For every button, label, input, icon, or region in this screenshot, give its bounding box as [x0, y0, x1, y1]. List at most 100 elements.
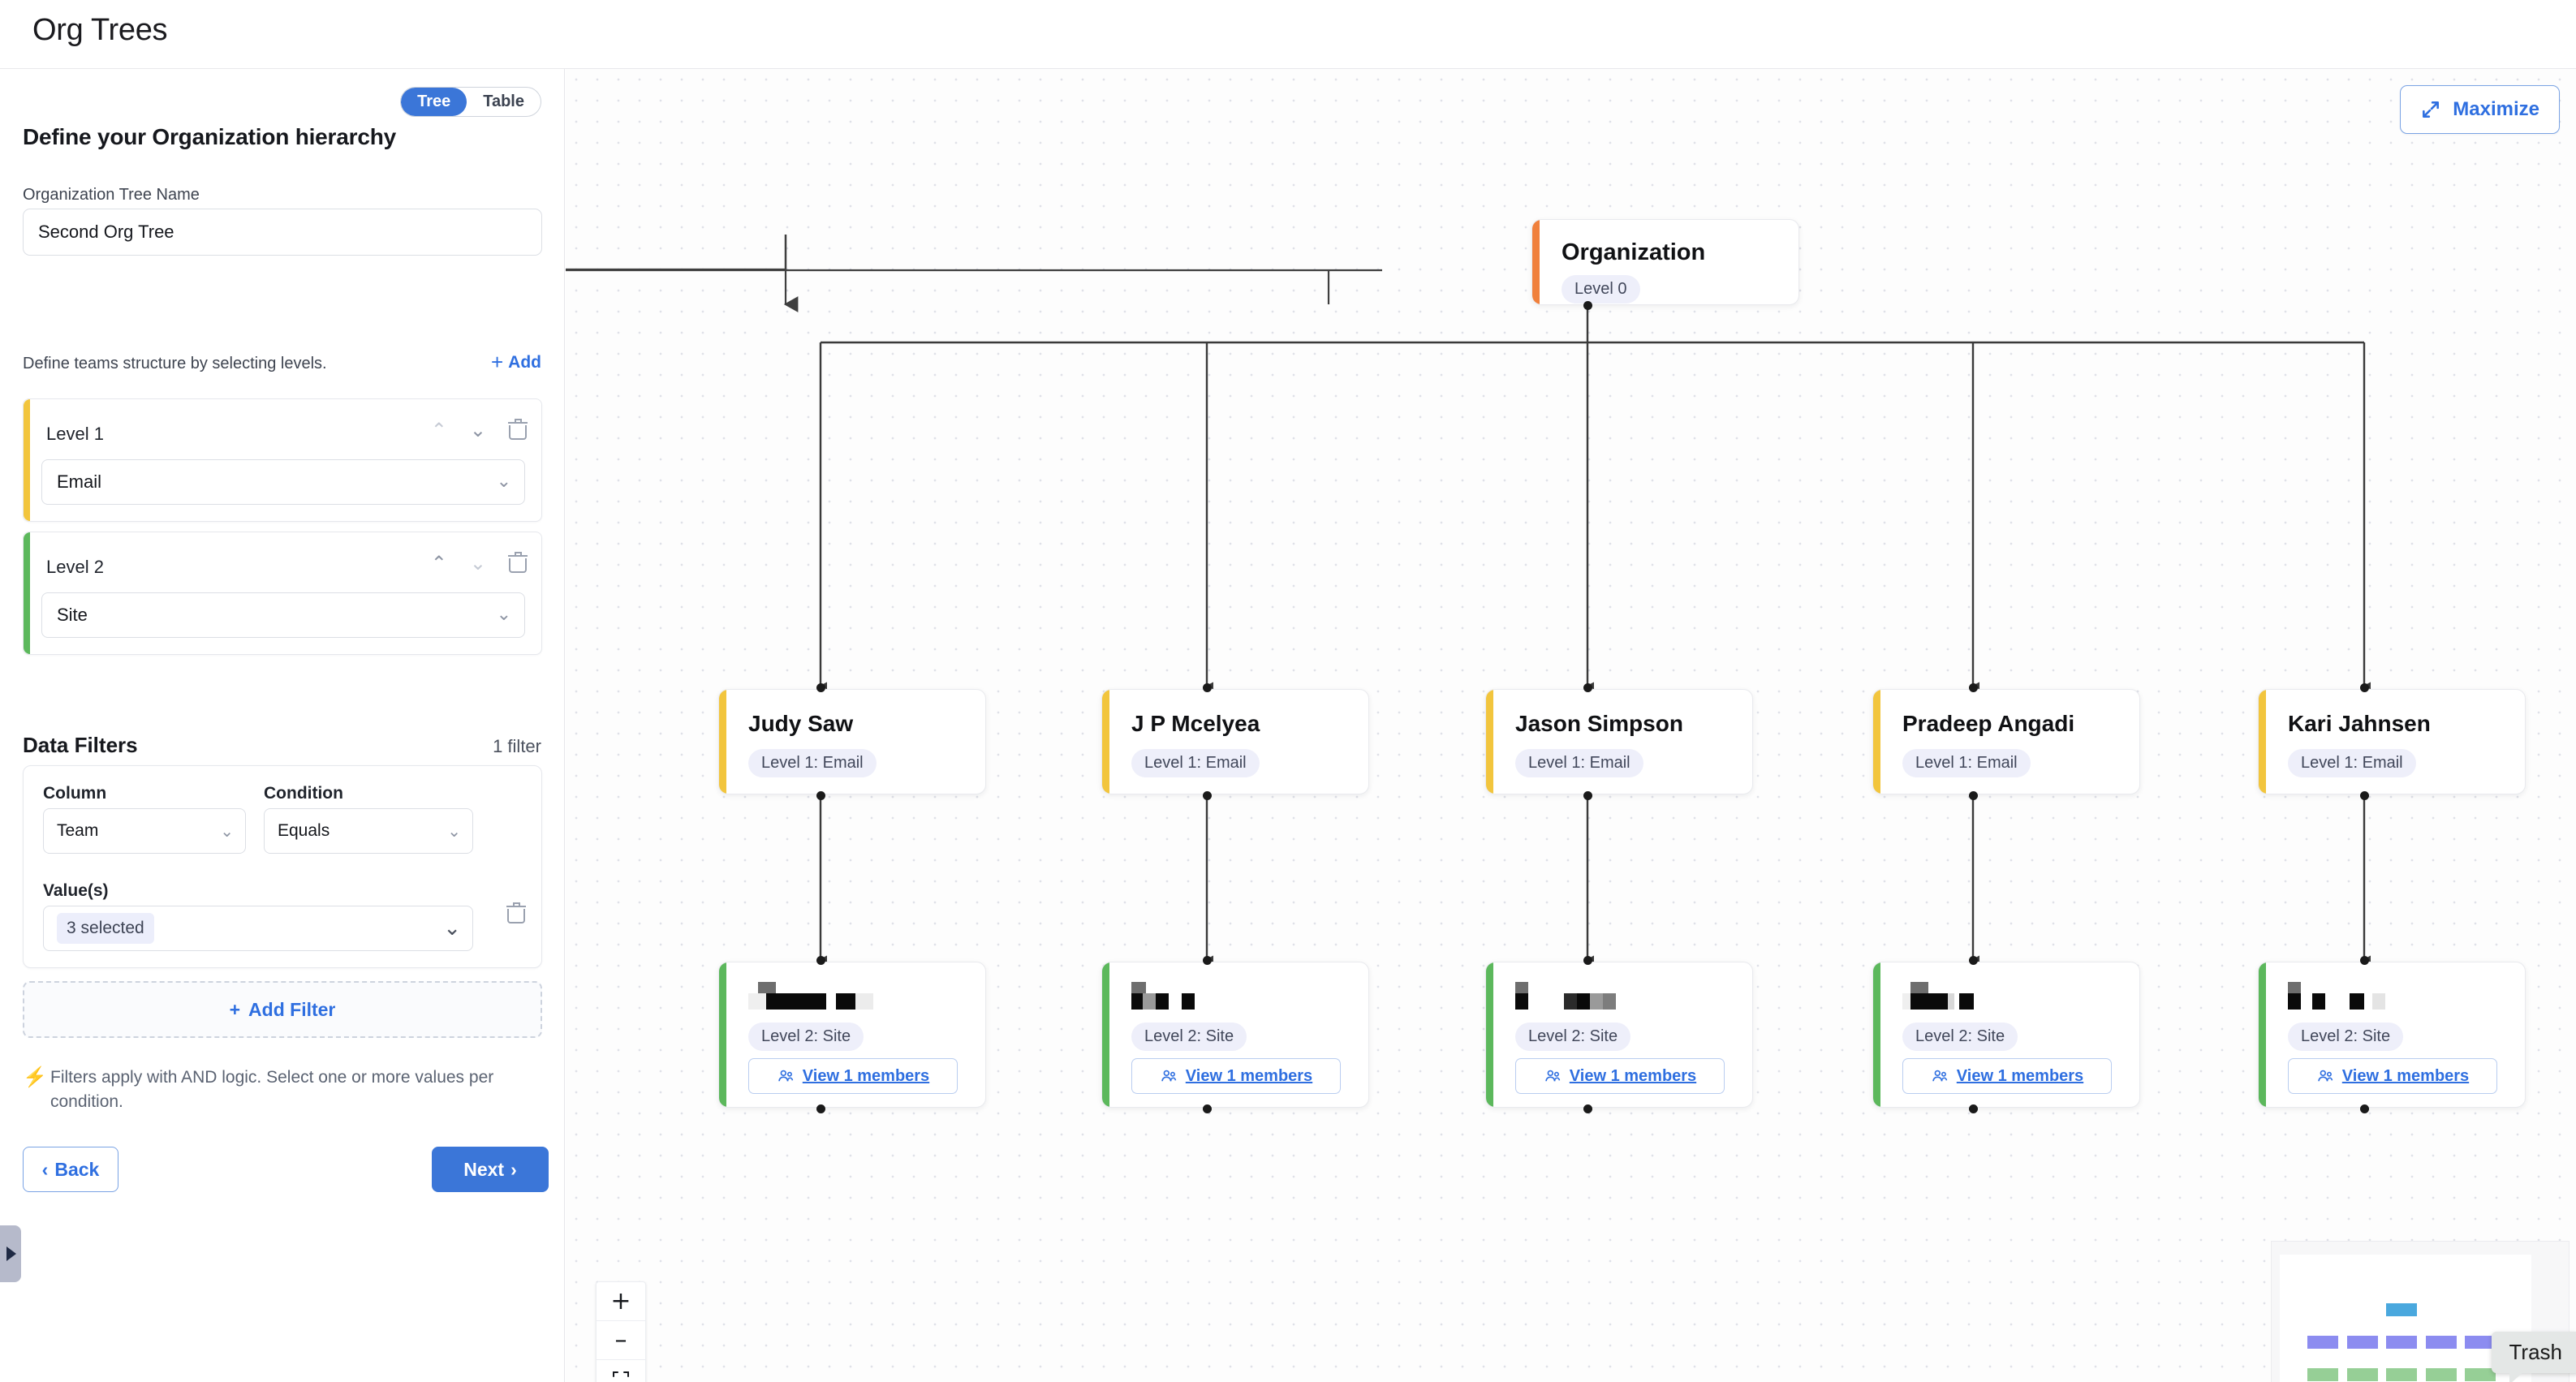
level-field-select[interactable]: Site ⌄ — [41, 592, 525, 638]
node-port-bottom — [1583, 301, 1592, 310]
node-port-top — [1583, 956, 1592, 965]
top-bar: Org Trees — [0, 0, 2576, 69]
delete-level-icon[interactable] — [508, 552, 528, 573]
level-field-value: Email — [57, 471, 102, 492]
org-node-level2[interactable]: Level 2: Site View 1 members — [718, 962, 986, 1108]
node-port-top — [816, 683, 825, 692]
zoom-controls[interactable]: + – — [596, 1281, 646, 1382]
org-node-level1[interactable]: J P Mcelyea Level 1: Email — [1101, 689, 1369, 794]
org-node-level2[interactable]: Level 2: Site View 1 members — [2258, 962, 2526, 1108]
level-card-2[interactable]: Level 2 ⌃ ⌄ Site ⌄ — [23, 532, 542, 655]
view-members-button[interactable]: View 1 members — [1131, 1058, 1341, 1094]
org-tree-name-label: Organization Tree Name — [23, 186, 200, 204]
sidebar-expand-handle[interactable] — [0, 1225, 21, 1282]
add-filter-label: Add Filter — [248, 998, 336, 1020]
node-level-badge: Level 2: Site — [1902, 1023, 2018, 1051]
fit-view-button[interactable] — [597, 1360, 645, 1382]
minimap-node-level1 — [2307, 1336, 2338, 1349]
chevron-down-icon: ⌄ — [496, 471, 511, 492]
org-node-level1[interactable]: Pradeep Angadi Level 1: Email — [1872, 689, 2140, 794]
move-down-icon[interactable]: ⌄ — [469, 552, 486, 575]
chevron-left-icon: ‹ — [41, 1158, 49, 1180]
org-tree-name-input[interactable]: Second Org Tree — [23, 209, 542, 256]
node-port-bottom — [2360, 791, 2369, 800]
triangle-right-icon — [6, 1246, 16, 1261]
org-node-level1[interactable]: Kari Jahnsen Level 1: Email — [2258, 689, 2526, 794]
maximize-button[interactable]: Maximize — [2400, 85, 2560, 134]
maximize-label: Maximize — [2453, 98, 2539, 120]
sidebar-panel: Tree Table Define your Organization hier… — [0, 69, 565, 1382]
org-node-level2[interactable]: Level 2: Site View 1 members — [1872, 962, 2140, 1108]
view-members-button[interactable]: View 1 members — [748, 1058, 958, 1094]
node-port-top — [2360, 683, 2369, 692]
node-color-bar — [1102, 962, 1109, 1107]
plus-icon: + — [229, 998, 241, 1020]
org-chart-canvas[interactable]: Maximize — [566, 69, 2576, 1382]
add-level-button[interactable]: +Add — [491, 350, 541, 375]
toggle-option-tree[interactable]: Tree — [401, 88, 467, 116]
node-port-top — [1583, 683, 1592, 692]
level-title: Level 2 — [46, 557, 104, 577]
chevron-down-icon: ⌄ — [220, 821, 234, 841]
minimap-node-level1 — [2465, 1336, 2496, 1349]
delete-filter-icon[interactable] — [506, 902, 526, 923]
next-button[interactable]: Next › — [432, 1147, 549, 1192]
zoom-out-button[interactable]: – — [597, 1321, 645, 1360]
move-down-icon[interactable]: ⌄ — [469, 419, 486, 441]
node-level-badge: Level 2: Site — [1131, 1023, 1247, 1051]
delete-level-icon[interactable] — [508, 419, 528, 440]
org-node-level2[interactable]: Level 2: Site View 1 members — [1101, 962, 1369, 1108]
sidebar-heading: Define your Organization hierarchy — [23, 124, 396, 149]
node-port-bottom — [1969, 1104, 1978, 1113]
filter-column-label: Column — [43, 784, 107, 803]
node-level-badge: Level 1: Email — [748, 749, 877, 777]
org-node-level1[interactable]: Judy Saw Level 1: Email — [718, 689, 986, 794]
next-label: Next — [463, 1158, 505, 1180]
node-level-badge: Level 1: Email — [1902, 749, 2031, 777]
level-field-select[interactable]: Email ⌄ — [41, 459, 525, 505]
add-level-label: Add — [508, 353, 541, 372]
minimap-node-level2 — [2426, 1368, 2457, 1381]
filter-condition-label: Condition — [264, 784, 343, 803]
add-filter-button[interactable]: + Add Filter — [23, 981, 542, 1038]
node-color-bar — [719, 962, 726, 1107]
node-title: Organization — [1562, 239, 1706, 265]
minimap-node-level2 — [2307, 1368, 2338, 1381]
maximize-icon — [2423, 101, 2440, 118]
back-button[interactable]: ‹ Back — [23, 1147, 118, 1192]
chevron-down-icon: ⌄ — [447, 821, 461, 841]
org-node-root[interactable]: Organization Level 0 — [1531, 219, 1799, 305]
minimap-node-level2 — [2386, 1368, 2417, 1381]
node-title: Pradeep Angadi — [1902, 711, 2075, 736]
toggle-option-table[interactable]: Table — [483, 93, 524, 110]
level-actions: ⌃ ⌄ — [430, 552, 528, 575]
org-node-level2[interactable]: Level 2: Site View 1 members — [1485, 962, 1753, 1108]
minimap-node-level1 — [2386, 1336, 2417, 1349]
move-up-icon[interactable]: ⌃ — [430, 419, 447, 441]
zoom-in-button[interactable]: + — [597, 1282, 645, 1321]
members-icon — [1932, 1070, 1947, 1082]
levels-hint: Define teams structure by selecting leve… — [23, 355, 327, 372]
org-node-level1[interactable]: Jason Simpson Level 1: Email — [1485, 689, 1753, 794]
view-mode-toggle[interactable]: Tree Table — [400, 87, 541, 117]
minimap[interactable]: Trash — [2271, 1241, 2576, 1382]
filter-values-select[interactable]: 3 selected ⌄ — [43, 906, 473, 951]
redacted-node-title — [1131, 982, 1195, 1010]
minimap-node-level1 — [2426, 1336, 2457, 1349]
view-members-button[interactable]: View 1 members — [1902, 1058, 2112, 1094]
filter-condition-select[interactable]: Equals ⌄ — [264, 808, 473, 854]
level-card-1[interactable]: Level 1 ⌃ ⌄ Email ⌄ — [23, 398, 542, 522]
minimap-node-level1 — [2347, 1336, 2378, 1349]
view-members-button[interactable]: View 1 members — [1515, 1058, 1725, 1094]
members-icon — [2318, 1070, 2333, 1082]
level-actions: ⌃ ⌄ — [430, 419, 528, 441]
move-up-icon[interactable]: ⌃ — [430, 552, 447, 575]
page-title: Org Trees — [32, 13, 168, 47]
view-members-button[interactable]: View 1 members — [2288, 1058, 2497, 1094]
node-title: J P Mcelyea — [1131, 711, 1260, 736]
filter-count: 1 filter — [493, 736, 541, 756]
filter-column-select[interactable]: Team ⌄ — [43, 808, 246, 854]
node-color-bar — [1486, 962, 1493, 1107]
node-level-badge: Level 2: Site — [2288, 1023, 2404, 1051]
